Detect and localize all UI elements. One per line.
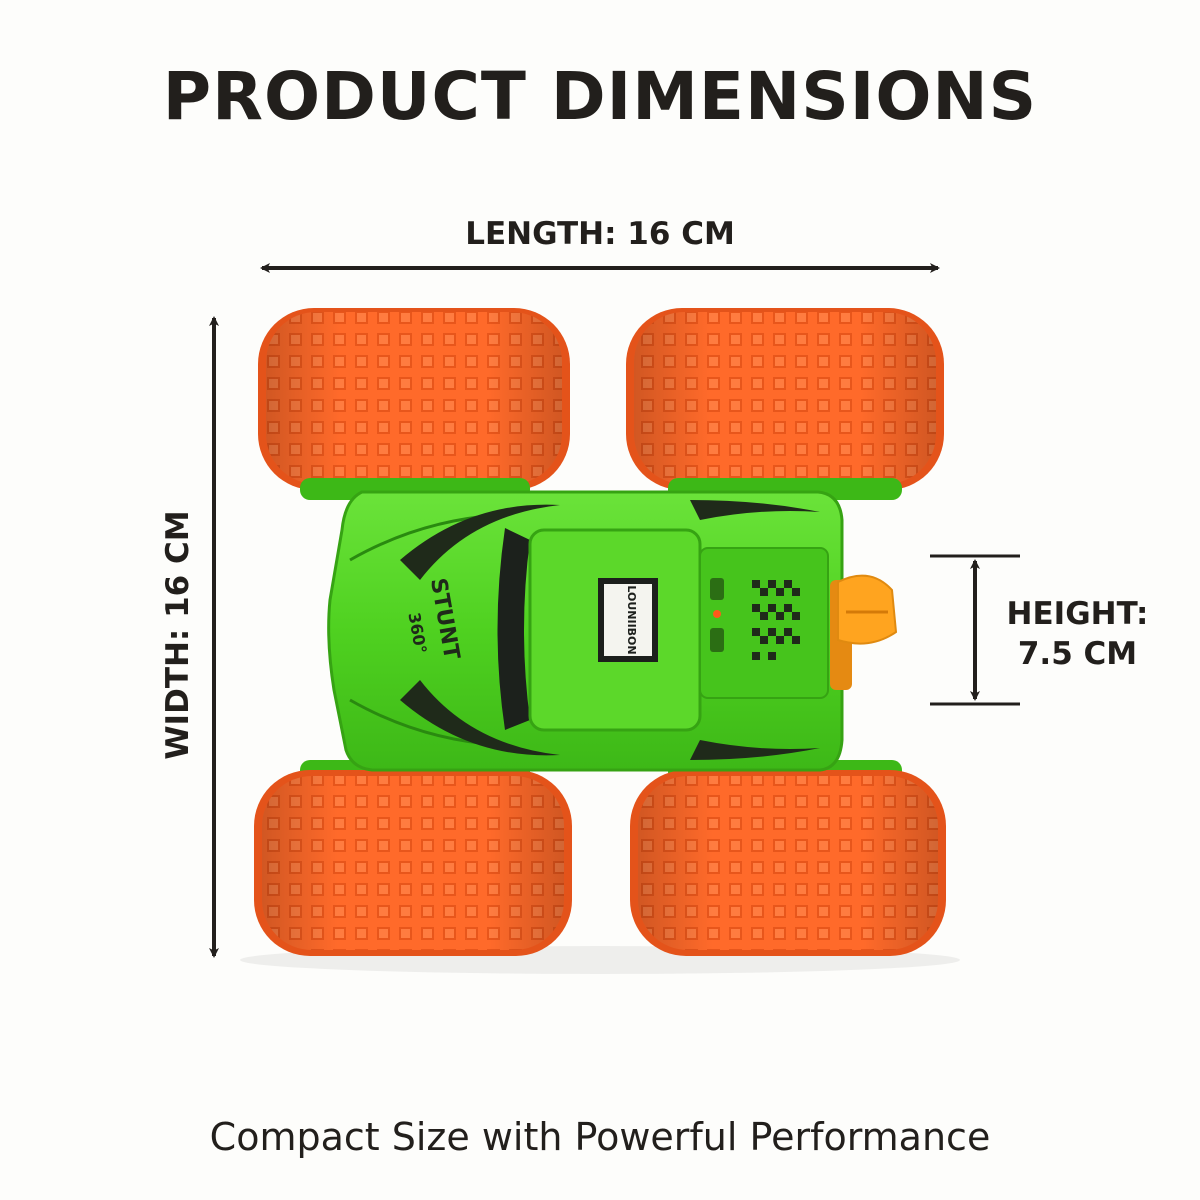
tire-front-right	[626, 308, 944, 500]
antenna-cap	[830, 574, 898, 690]
car-body: LOUNIIBON STUNT 360°	[327, 490, 844, 772]
page-title: PRODUCT DIMENSIONS	[162, 58, 1038, 135]
plate-text: LOUNIIBON	[625, 585, 638, 654]
height-arrow	[930, 554, 1020, 706]
height-label: HEIGHT: 7.5 CM	[985, 594, 1170, 674]
tire-rear-left	[254, 760, 572, 956]
tire-front-left	[258, 308, 570, 500]
toy-car-image: LOUNIIBON STUNT 360°	[240, 308, 960, 974]
height-label-line1: HEIGHT:	[1006, 596, 1149, 632]
tire-rear-right	[630, 760, 946, 956]
length-label: LENGTH: 16 CM	[465, 216, 735, 252]
height-label-line2: 7.5 CM	[1017, 636, 1138, 672]
tagline: Compact Size with Powerful Performance	[209, 1115, 991, 1159]
